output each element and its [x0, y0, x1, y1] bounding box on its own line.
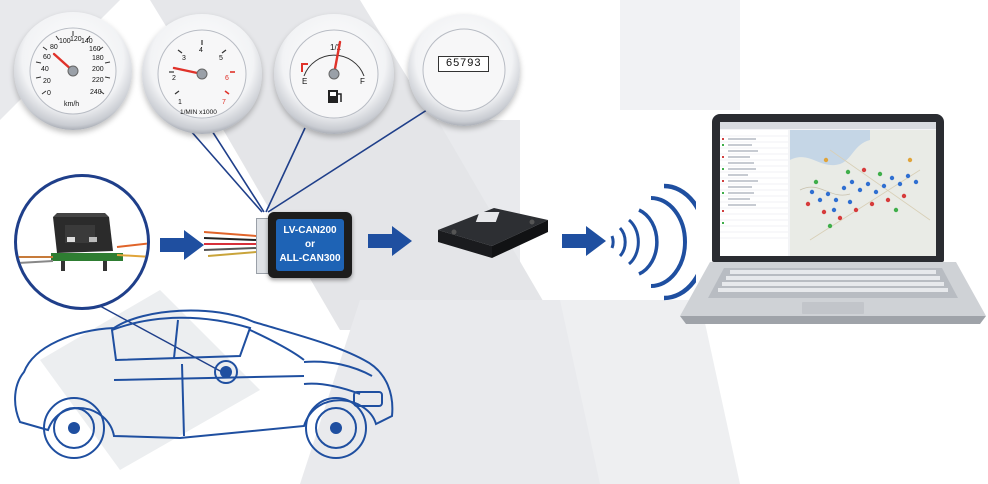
arrow-right-icon — [562, 226, 606, 256]
speed-tick: 60 — [43, 54, 51, 61]
rpm-tick: 2 — [172, 75, 176, 82]
fuel-tick: E — [302, 77, 307, 86]
tracking-dashboard-screen — [720, 122, 936, 256]
speed-tick: 140 — [81, 38, 93, 45]
wireless-signal-icon — [610, 183, 696, 301]
rpm-tick: 6 — [225, 75, 229, 82]
tachometer-gauge: 1 2 3 4 5 6 7 1/MIN x1000 — [142, 14, 262, 134]
converter-or: or — [305, 239, 315, 250]
speed-tick: 220 — [92, 77, 104, 84]
rpm-tick: 1 — [178, 99, 182, 106]
converter-wires — [204, 231, 257, 257]
fuel-tick: F — [360, 77, 365, 86]
arrow-right-icon — [160, 230, 204, 260]
converter-model-2: ALL-CAN300 — [279, 253, 341, 264]
can-reader-location-marker — [214, 360, 238, 384]
can-reader-closeup — [14, 174, 150, 310]
converter-model-1: LV-CAN200 — [283, 225, 337, 236]
speed-tick: 120 — [70, 36, 82, 43]
speed-tick: 240 — [90, 89, 102, 96]
car-outline — [14, 309, 394, 459]
speed-tick: 200 — [92, 66, 104, 73]
speed-unit: km/h — [64, 101, 79, 108]
dashboard-header — [720, 122, 936, 129]
laptop — [680, 114, 986, 328]
odometer-gauge: 65793 — [408, 14, 520, 126]
speedometer-gauge: 0 20 40 60 80 100 120 140 160 180 200 22… — [14, 12, 132, 130]
fuel-pump-icon — [328, 90, 342, 103]
speed-tick: 40 — [41, 66, 49, 73]
converter-label: LV-CAN200 or ALL-CAN300 — [276, 219, 344, 271]
rpm-tick: 5 — [219, 55, 223, 62]
odometer-display: 65793 — [438, 56, 489, 72]
speed-tick: 20 — [43, 78, 51, 85]
fuel-tick: 1/2 — [330, 43, 342, 52]
speed-tick: 160 — [89, 46, 101, 53]
rpm-tick: 3 — [182, 55, 186, 62]
speed-tick: 0 — [47, 90, 51, 97]
can-converter-device: LV-CAN200 or ALL-CAN300 — [268, 212, 352, 278]
speed-tick: 100 — [59, 38, 71, 45]
speed-tick: 80 — [50, 44, 58, 51]
rpm-unit: 1/MIN x1000 — [180, 109, 217, 116]
rpm-tick: 7 — [222, 99, 226, 106]
speed-tick: 180 — [92, 55, 104, 62]
gps-tracker-device — [438, 208, 548, 258]
dashboard-table — [720, 130, 788, 256]
arrow-right-icon — [368, 226, 412, 256]
dashboard-map — [790, 130, 936, 256]
laptop-keyboard-base — [680, 262, 986, 324]
fuel-gauge: E 1/2 F — [274, 14, 394, 134]
rpm-tick: 4 — [199, 47, 203, 54]
